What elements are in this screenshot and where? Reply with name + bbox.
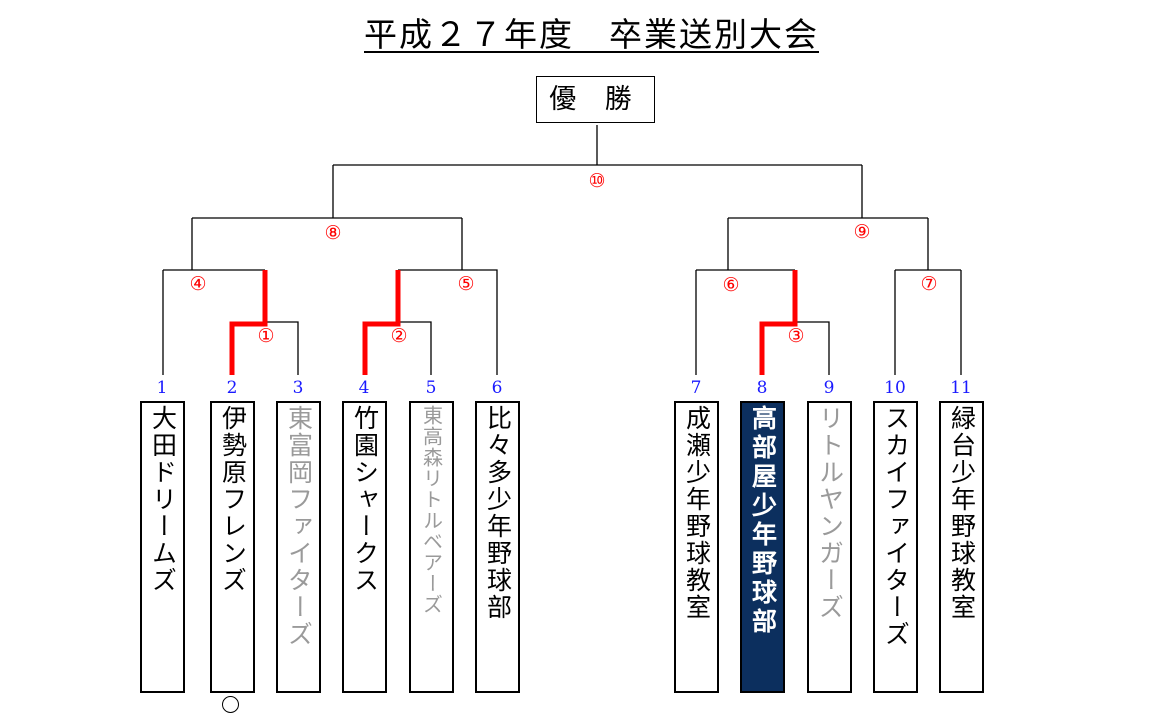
line-match-1 — [265, 321, 299, 375]
team-box: 高部屋少年野球部 — [740, 401, 785, 693]
circle-mark — [222, 696, 239, 713]
match-label-7: ⑦ — [920, 273, 938, 295]
team-box: 成瀬少年野球教室 — [674, 401, 719, 693]
team-name: 比々多少年野球部 — [483, 405, 513, 621]
match-label-9: ⑨ — [853, 221, 871, 243]
seed-number: 6 — [491, 378, 503, 398]
team-name: 東富岡ファイターズ — [284, 405, 314, 648]
seed-number: 9 — [823, 378, 835, 398]
seed-number: 7 — [690, 378, 702, 398]
line-match-5 — [398, 269, 498, 375]
seed-number: 10 — [884, 378, 906, 398]
team-box: 大田ドリームズ — [140, 401, 185, 693]
match-label-6: ⑥ — [722, 274, 740, 296]
line-match-7 — [894, 269, 962, 375]
team-name: リトルヤンガーズ — [815, 405, 845, 621]
winner-line-team-2 — [229, 270, 268, 375]
line-match-9 — [727, 217, 929, 270]
seed-number: 5 — [425, 378, 437, 398]
team-box: 東高森リトルベアーズ — [409, 401, 454, 693]
team-name: 高部屋少年野球部 — [748, 405, 778, 637]
team-box: 東富岡ファイターズ — [276, 401, 321, 693]
match-label-2: ② — [390, 325, 408, 347]
seed-number: 11 — [950, 378, 972, 398]
team-name: 伊勢原フレンズ — [218, 405, 248, 594]
match-label-8: ⑧ — [324, 222, 342, 244]
team-name: スカイファイターズ — [881, 405, 911, 648]
team-box: リトルヤンガーズ — [807, 401, 852, 693]
line-final — [332, 125, 863, 218]
line-match-4 — [162, 269, 265, 375]
team-name: 緑台少年野球教室 — [947, 405, 977, 621]
match-label-3: ③ — [787, 325, 805, 347]
team-box: 伊勢原フレンズ — [210, 401, 255, 693]
seed-number: 1 — [156, 378, 168, 398]
match-label-5: ⑤ — [457, 273, 475, 295]
match-label-10: ⑩ — [588, 170, 606, 192]
match-label-4: ④ — [189, 273, 207, 295]
seed-number: 8 — [756, 378, 768, 398]
line-match-2 — [398, 321, 432, 375]
seed-number: 4 — [358, 378, 370, 398]
match-label-1: ① — [257, 325, 275, 347]
winner-line-team-4 — [362, 270, 401, 375]
line-match-3 — [795, 321, 830, 375]
line-match-6 — [695, 269, 795, 375]
champion-box: 優 勝 — [536, 76, 655, 123]
team-name: 成瀬少年野球教室 — [682, 405, 712, 621]
winner-line-team-8 — [759, 270, 798, 375]
team-name: 竹園シャークス — [350, 405, 380, 594]
line-match-8 — [191, 217, 463, 270]
seed-number: 3 — [292, 378, 304, 398]
seed-number: 2 — [226, 378, 238, 398]
team-name: 大田ドリームズ — [148, 405, 178, 594]
page-title: 平成２７年度 卒業送別大会 — [364, 15, 819, 54]
team-box: スカイファイターズ — [873, 401, 918, 693]
team-box: 比々多少年野球部 — [475, 401, 520, 693]
team-name: 東高森リトルベアーズ — [419, 405, 444, 615]
team-box: 竹園シャークス — [342, 401, 387, 693]
team-box: 緑台少年野球教室 — [939, 401, 984, 693]
